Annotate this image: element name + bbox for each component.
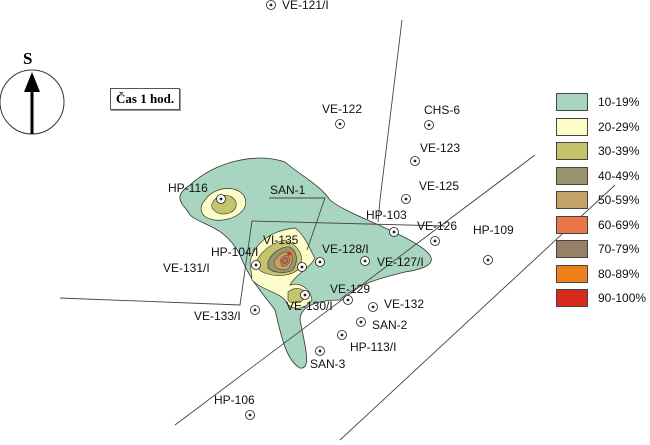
legend-swatch [556,240,588,259]
well-label: VI-135 [263,233,299,247]
well-label: HP-104/I [211,245,258,259]
legend-item: 50-59% [556,188,646,213]
compass-label: S [23,49,33,68]
contour-70 [281,257,289,264]
legend: 10-19% 20-29% 30-39% 40-49% 50-59% 60-69… [556,90,646,311]
well-dot [318,349,322,353]
well-dot [300,265,304,269]
legend-item: 40-49% [556,164,646,189]
legend-swatch [556,264,588,283]
well-label: VE-122 [322,102,362,116]
well-dot [338,122,342,126]
well-dot [340,333,344,337]
well-dot [248,413,252,417]
well-label: HP-103 [366,208,407,222]
well-dot [433,239,437,243]
legend-swatch [556,117,588,136]
well-dot [253,308,257,312]
legend-swatch [556,191,588,210]
plume-contours [179,157,432,369]
well-label: VE-129 [330,282,370,296]
legend-label: 80-89% [598,266,640,281]
legend-label: 30-39% [598,144,640,159]
well-label: SAN-3 [310,357,346,371]
well-dot [303,293,307,297]
legend-swatch [556,166,588,185]
compass-rose [0,69,65,135]
well-label: HP-116 [168,181,208,195]
well-label: VE-126 [417,219,457,233]
well-label: HP-109 [473,223,514,237]
well-dot [486,258,490,262]
legend-item: 60-69% [556,213,646,238]
well-dot [392,230,396,234]
well-dot [359,320,363,324]
legend-item: 80-89% [556,262,646,287]
legend-swatch [556,93,588,112]
well-dot [371,305,375,309]
legend-label: 50-59% [598,193,640,208]
legend-item: 90-100% [556,286,646,311]
well-label: VE-121/I [282,0,329,12]
legend-label: 40-49% [598,168,640,183]
well-dot [219,197,223,201]
well-label: VE-131/I [163,261,210,275]
well-label: VE-132 [384,297,424,311]
well-label: VE-127/I [377,255,424,269]
time-label: Čas 1 hod. [110,88,181,110]
well-dot [427,123,431,127]
well-label: SAN-1 [270,183,306,197]
legend-label: 10-19% [598,95,640,110]
legend-swatch [556,215,588,234]
well-dot [363,259,367,263]
legend-label: 60-69% [598,217,640,232]
well-label: VE-133/I [194,309,241,323]
legend-label: 70-79% [598,242,640,257]
legend-label: 90-100% [598,291,647,306]
legend-item: 30-39% [556,139,646,164]
well-dot [346,298,350,302]
well-dot [413,159,417,163]
legend-swatch [556,289,588,308]
well-dot [254,263,258,267]
well-label: SAN-2 [372,318,408,332]
well-label: VE-128/I [322,242,369,256]
well-label: VE-125 [419,179,459,193]
wells [216,0,493,420]
legend-item: 20-29% [556,115,646,140]
legend-item: 10-19% [556,90,646,115]
legend-label: 20-29% [598,119,640,134]
contour-90 [287,252,291,256]
well-label: VE-130/I [286,299,333,313]
legend-swatch [556,142,588,161]
legend-item: 70-79% [556,237,646,262]
well-label: HP-113/I [350,340,396,354]
well-dot [404,197,408,201]
well-label: CHS-6 [424,103,460,117]
well-dot [318,260,322,264]
well-label: VE-123 [420,141,460,155]
well-dot [269,3,273,7]
well-label: HP-106 [214,393,255,407]
